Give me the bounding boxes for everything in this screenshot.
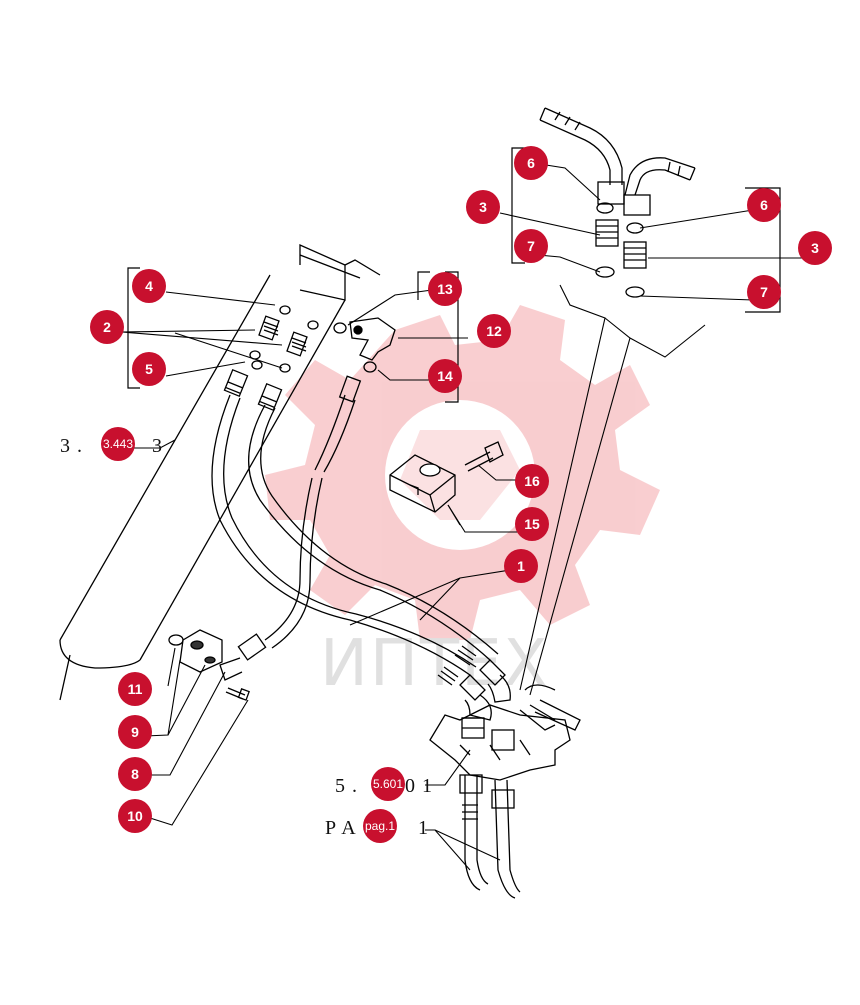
- callout-4-label: 4: [145, 278, 153, 294]
- callout-8-label: 8: [131, 766, 139, 782]
- watermark-gear-logo: [265, 305, 660, 640]
- callout-5-label: 5: [145, 361, 153, 377]
- reference-badge-3-text: pag.1: [365, 819, 395, 833]
- callout-3-right[interactable]: 3: [798, 231, 832, 265]
- callout-5[interactable]: 5: [132, 352, 166, 386]
- reference-3-suffix: 1: [418, 817, 429, 839]
- callout-6-right[interactable]: 6: [747, 188, 781, 222]
- reference-3: P A 1: [325, 817, 429, 839]
- callout-11-label: 11: [128, 681, 143, 697]
- callout-7-right[interactable]: 7: [747, 275, 781, 309]
- reference-2-suffix: 0 1: [405, 775, 433, 797]
- callout-16[interactable]: 16: [515, 464, 549, 498]
- elbow-fitting: [333, 317, 396, 373]
- fittings-top-left: [249, 305, 319, 373]
- callout-14[interactable]: 14: [428, 359, 462, 393]
- callout-9-label: 9: [131, 724, 139, 740]
- clamp-assembly: [389, 441, 504, 513]
- hose-thin: [219, 375, 362, 681]
- reference-1-suffix: 3: [152, 435, 163, 457]
- callout-8[interactable]: 8: [118, 757, 152, 791]
- callout-13[interactable]: 13: [428, 272, 462, 306]
- reference-3-prefix: P A: [325, 817, 357, 839]
- reference-badge-3[interactable]: pag.1: [363, 809, 397, 843]
- reference-1-prefix: 3 .: [60, 435, 83, 457]
- callout-2-label: 2: [103, 319, 111, 335]
- callout-3-left-label: 3: [479, 199, 487, 215]
- callout-2[interactable]: 2: [90, 310, 124, 344]
- reference-2: 5 . 0 1: [335, 775, 433, 797]
- callout-13-label: 13: [437, 281, 453, 297]
- cylinder: [59, 243, 381, 701]
- callout-15-label: 15: [524, 516, 540, 532]
- reference-badge-1[interactable]: 3.443: [101, 427, 135, 461]
- watermark-text: ИПТЕХ: [320, 627, 549, 701]
- hose-1: [211, 368, 511, 721]
- callout-4[interactable]: 4: [132, 269, 166, 303]
- callout-6-left[interactable]: 6: [514, 146, 548, 180]
- callout-7-left-label: 7: [527, 238, 535, 254]
- fittings-top-right: [539, 107, 696, 298]
- callout-3-left[interactable]: 3: [466, 190, 500, 224]
- reference-2-prefix: 5 .: [335, 775, 358, 797]
- manifold-plate: [429, 684, 581, 899]
- callout-1[interactable]: 1: [504, 549, 538, 583]
- callout-14-label: 14: [437, 368, 453, 384]
- callout-12-label: 12: [486, 323, 502, 339]
- flange-assembly: [168, 629, 250, 701]
- reference-badge-2-text: 5.601: [373, 777, 403, 791]
- callout-10[interactable]: 10: [118, 799, 152, 833]
- callout-15[interactable]: 15: [515, 507, 549, 541]
- callout-6-right-label: 6: [760, 197, 768, 213]
- brackets: [127, 147, 781, 403]
- reference-badge-1-text: 3.443: [103, 437, 133, 451]
- callout-9[interactable]: 9: [118, 715, 152, 749]
- callout-12[interactable]: 12: [477, 314, 511, 348]
- callout-3-right-label: 3: [811, 240, 819, 256]
- reference-badge-2[interactable]: 5.601: [371, 767, 405, 801]
- reference-1: 3 . 3: [60, 435, 163, 457]
- callout-6-left-label: 6: [527, 155, 535, 171]
- callout-7-right-label: 7: [760, 284, 768, 300]
- callout-11[interactable]: 11: [118, 672, 152, 706]
- callout-1-label: 1: [517, 558, 525, 574]
- callout-16-label: 16: [524, 473, 540, 489]
- callout-10-label: 10: [127, 808, 143, 824]
- callout-7-left[interactable]: 7: [514, 229, 548, 263]
